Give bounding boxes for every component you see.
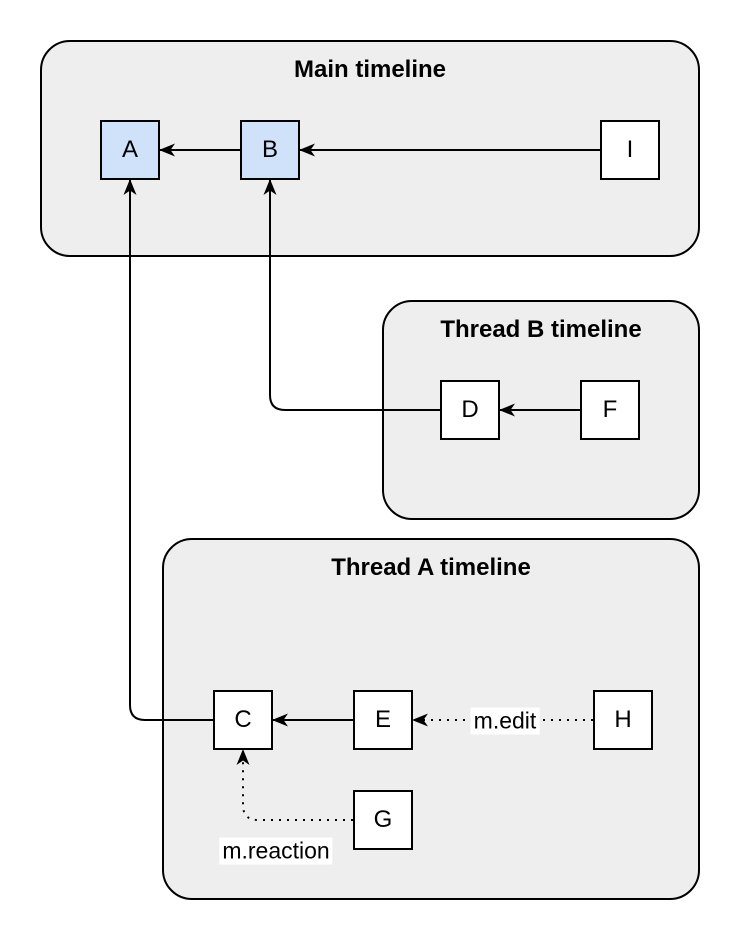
node-e: E	[353, 690, 413, 750]
node-b-label: B	[261, 136, 278, 163]
node-d: D	[440, 380, 500, 440]
container-thread-b-timeline: Thread B timeline	[382, 300, 700, 520]
node-h: H	[593, 690, 653, 750]
node-f: F	[580, 380, 640, 440]
node-f-label: F	[602, 396, 618, 423]
node-h-label: H	[614, 706, 632, 733]
node-i-label: I	[626, 136, 634, 163]
node-c: C	[213, 690, 273, 750]
edge-label-m-reaction: m.reaction	[219, 837, 333, 865]
node-d-label: D	[461, 396, 479, 423]
node-a: A	[100, 120, 160, 180]
main-timeline-title: Main timeline	[293, 56, 447, 83]
node-g: G	[353, 790, 413, 850]
thread-a-timeline-title: Thread A timeline	[331, 554, 531, 581]
node-i: I	[600, 120, 660, 180]
node-b: B	[240, 120, 300, 180]
node-e-label: E	[374, 706, 391, 733]
node-c-label: C	[234, 706, 252, 733]
edge-label-m-edit: m.edit	[470, 707, 540, 735]
node-a-label: A	[121, 136, 138, 163]
thread-b-timeline-title: Thread B timeline	[440, 316, 642, 343]
node-g-label: G	[373, 806, 393, 833]
